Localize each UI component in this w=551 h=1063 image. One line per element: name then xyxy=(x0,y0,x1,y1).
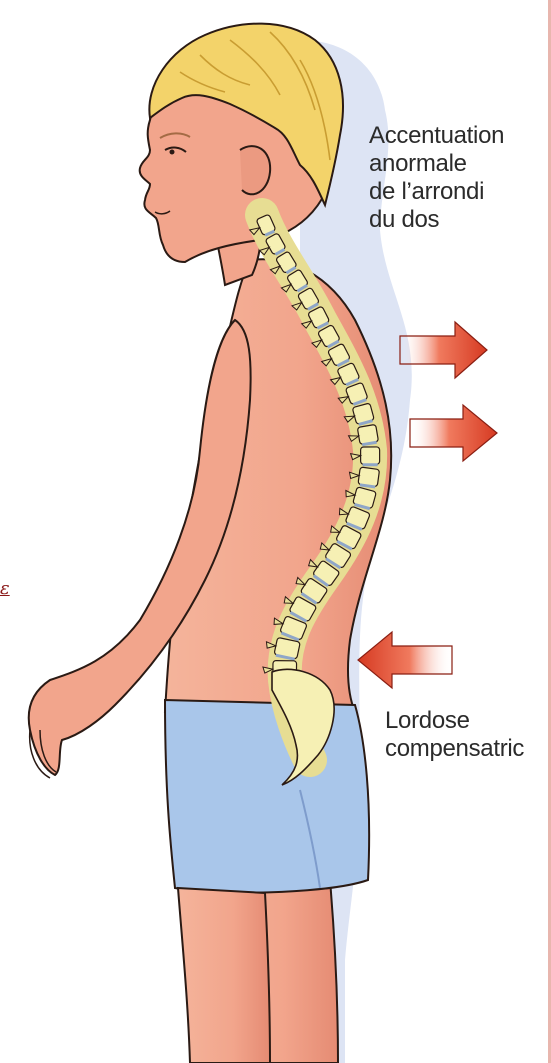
kyphosis-arrow-1 xyxy=(400,322,487,378)
shorts xyxy=(165,700,369,893)
kyphosis-arrow-2 xyxy=(410,405,497,461)
edge-glyph: ε xyxy=(0,579,10,599)
vertebra xyxy=(361,447,380,464)
lordosis-arrow xyxy=(358,632,452,688)
front-leg xyxy=(178,888,270,1063)
ear xyxy=(240,146,270,194)
intervertebral-disc xyxy=(363,463,378,466)
kyphosis-label: Accentuation anormale de l’arrondi du do… xyxy=(369,122,549,234)
lordosis-label: Lordose compensatric xyxy=(385,707,551,763)
